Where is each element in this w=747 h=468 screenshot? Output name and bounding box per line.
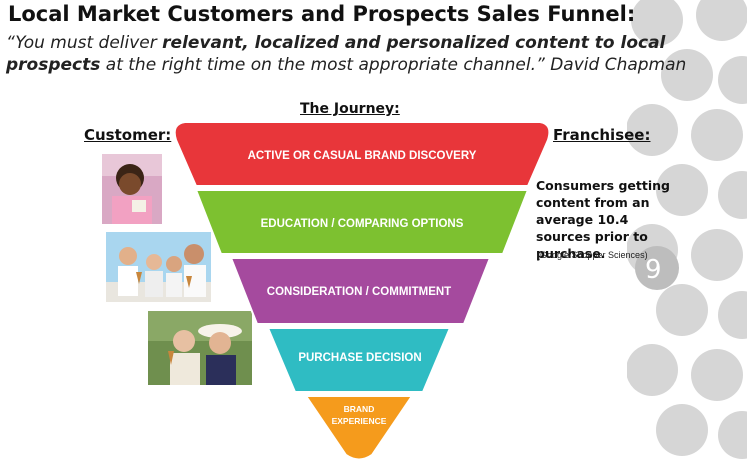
quote-open: “You must deliver — [6, 33, 163, 53]
funnel-stage-3-label: CONSIDERATION / COMMITMENT — [267, 286, 451, 298]
franchisee-heading: Franchisee: — [553, 126, 651, 144]
background-circles-decoration: 9 — [627, 0, 747, 459]
logo-9-icon: 9 — [645, 255, 662, 285]
franchisee-source: (Google/Shopper Sciences) — [537, 250, 648, 260]
funnel-stage-2-label: EDUCATION / COMPARING OPTIONS — [261, 218, 464, 230]
funnel-stage-5-label-line2: EXPERIENCE — [332, 416, 387, 426]
elderly-couple-ice-cream-photo — [148, 311, 252, 385]
funnel-stage-5-label-line1: BRAND — [344, 404, 375, 414]
journey-heading: The Journey: — [300, 101, 400, 117]
funnel-stage-3 — [229, 257, 492, 325]
franchisee-stat: Consumers getting content from an averag… — [536, 178, 670, 261]
funnel-stage-5 — [304, 395, 414, 461]
quote-close: at the right time on the most appropriat… — [100, 55, 687, 75]
page-title: Local Market Customers and Prospects Sal… — [8, 2, 636, 26]
child-eating-ice-cream-photo — [102, 154, 162, 224]
funnel-stage-4 — [266, 327, 452, 393]
quote-text: “You must deliver relevant, localized an… — [6, 32, 741, 76]
customer-heading: Customer: — [84, 126, 172, 144]
funnel-stage-1 — [173, 121, 551, 187]
family-with-ice-cream-photo — [106, 232, 211, 302]
funnel-stage-4-label: PURCHASE DECISION — [298, 352, 421, 364]
quote-emphasis: relevant, localized and personalized con… — [6, 33, 666, 75]
funnel-stage-2 — [194, 189, 530, 255]
funnel-stage-1-label: ACTIVE OR CASUAL BRAND DISCOVERY — [248, 150, 477, 162]
